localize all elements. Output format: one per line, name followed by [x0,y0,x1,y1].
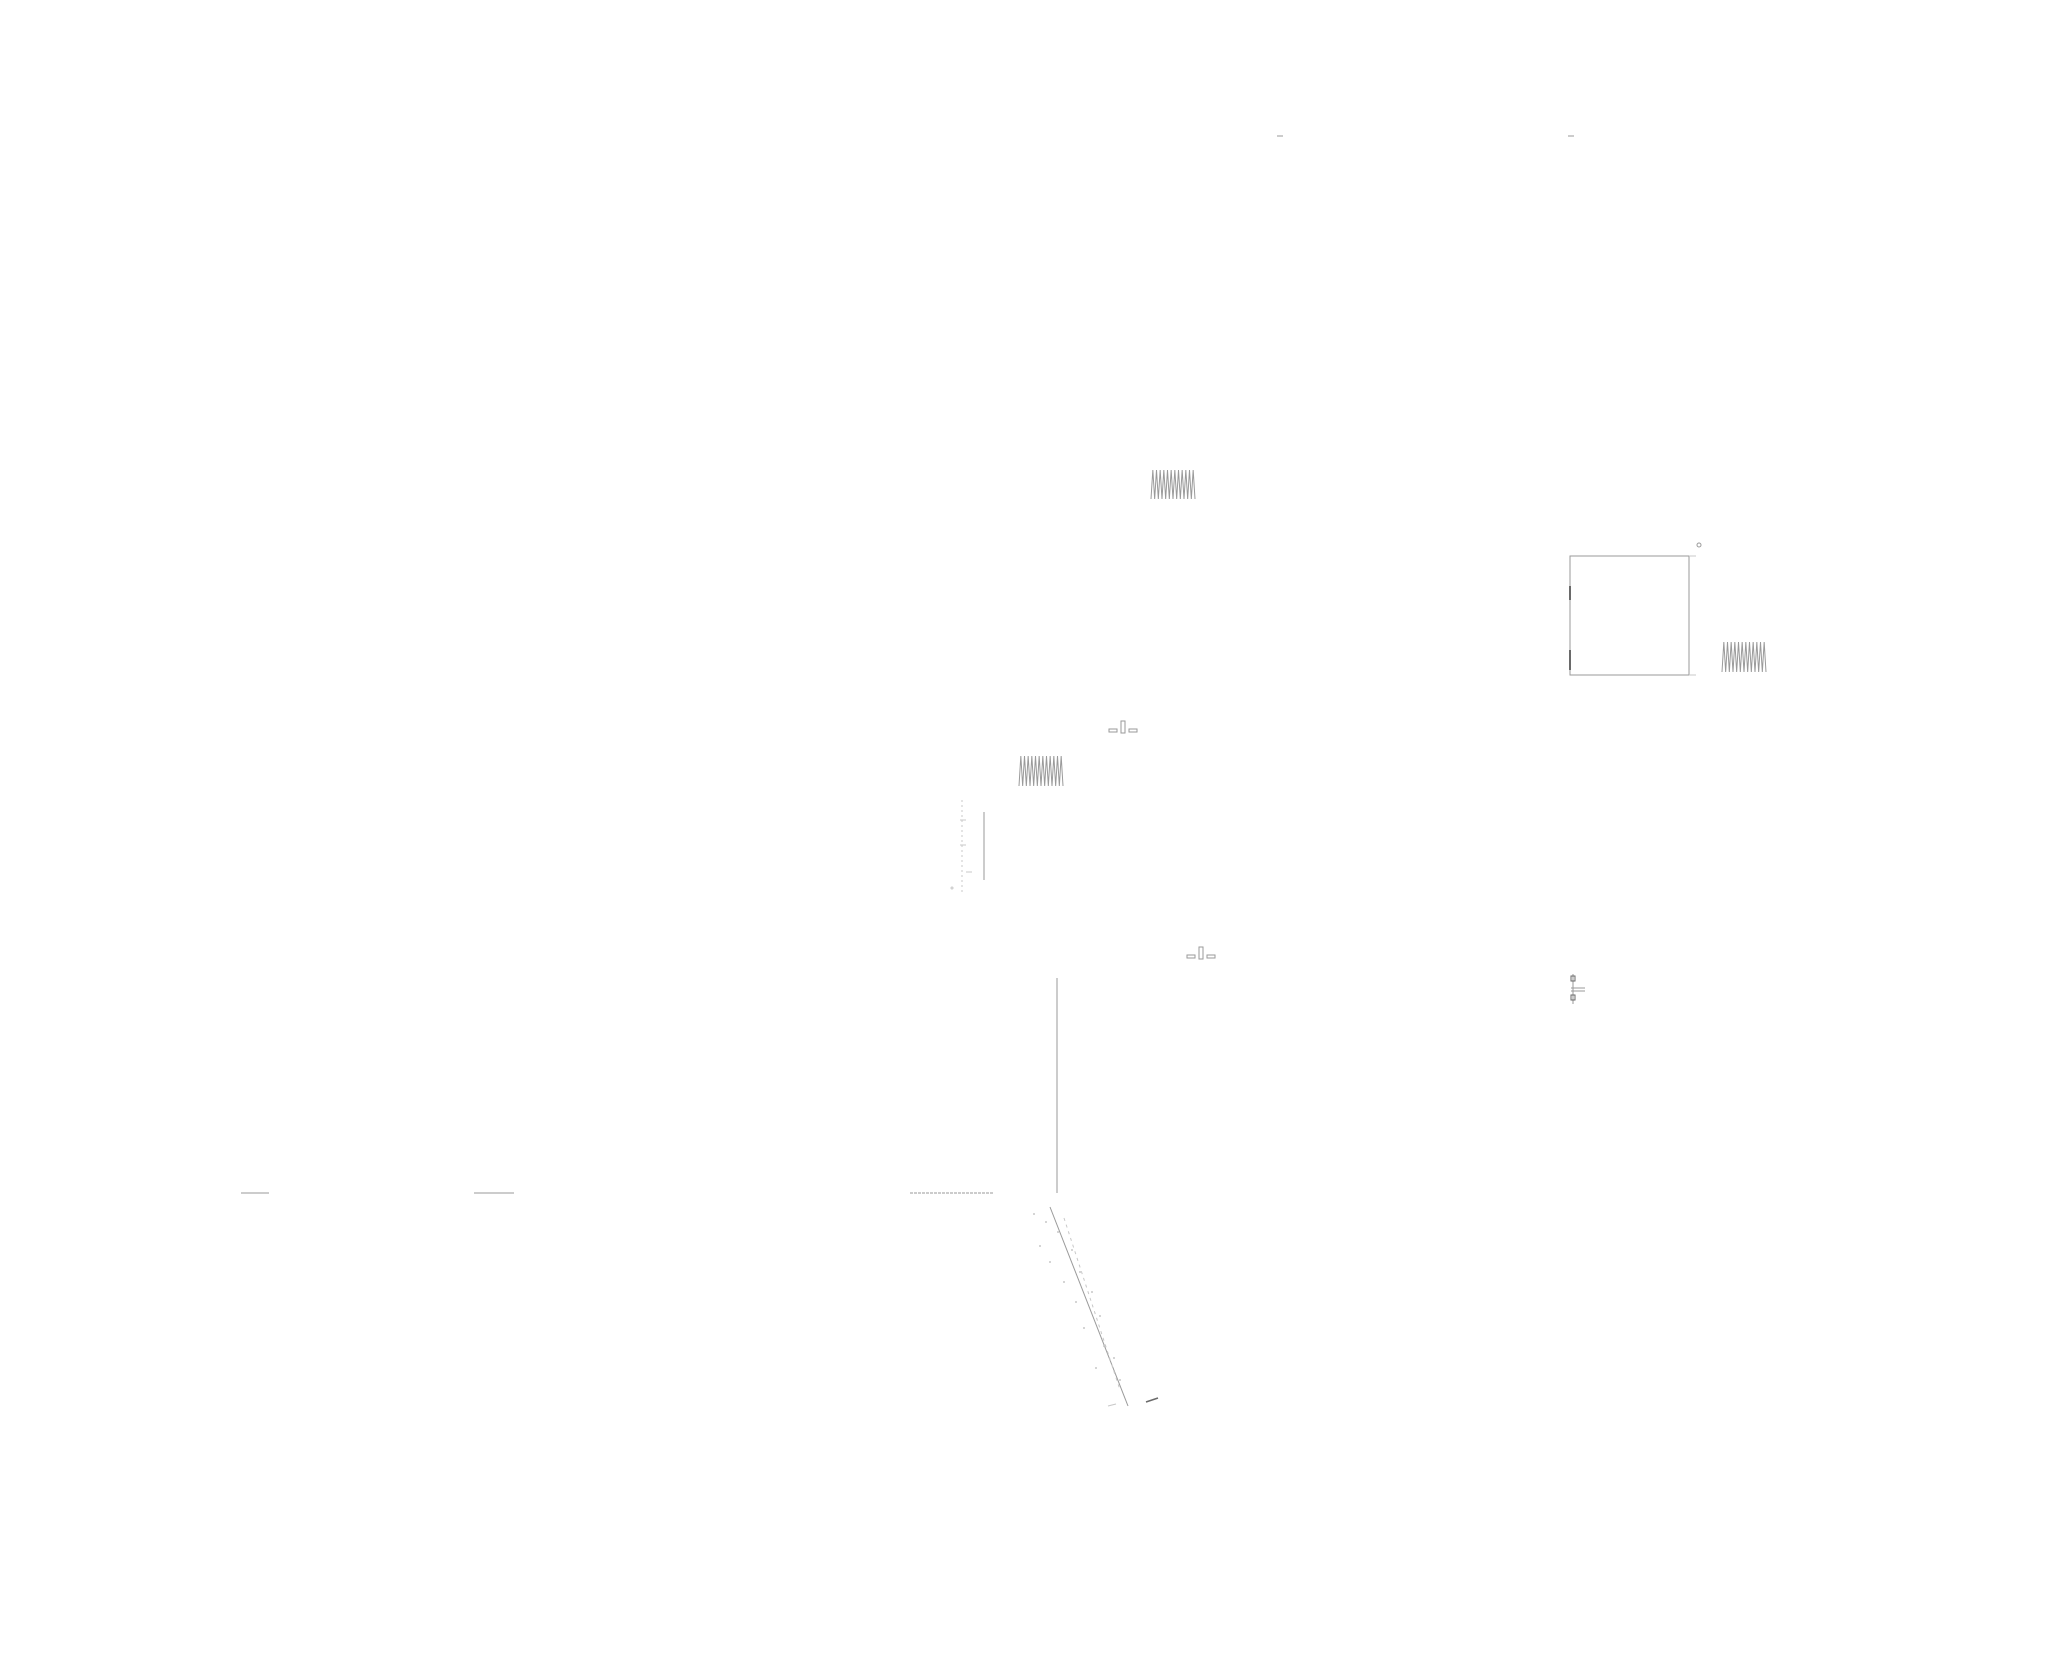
diagonal-dot [1083,1327,1085,1329]
connector-symbol-lower [1186,946,1216,960]
connector-upper-center [1120,720,1126,734]
diagonal-dot [1033,1213,1035,1215]
hatch1-zigzag [1150,469,1196,500]
rectangle-outline [1569,555,1690,676]
dotted-vertical-dot [950,886,954,890]
hatch-pattern-upper [1150,469,1196,500]
diagonal-dot [1099,1315,1101,1317]
connector-lower-right-pad [1206,954,1216,959]
diagonal-dots [1033,1213,1121,1381]
rectangle-corner-dot [1696,542,1702,548]
hatch-pattern-right [1721,641,1767,673]
diagonal-line-secondary [1063,1217,1121,1391]
hatch3-zigzag [1018,755,1064,787]
connector-symbol-upper [1108,720,1138,734]
diagonal-dot [1113,1357,1115,1359]
diagonal-elements [1033,1206,1159,1407]
hatch-pattern-middle [1018,755,1064,787]
vertical-symbol-right [1570,974,1585,1004]
diagonal-dot [1091,1291,1093,1293]
connector-lower-left-pad [1186,954,1196,959]
diagonal-dot [1057,1231,1059,1233]
diagonal-dot [1103,1345,1105,1347]
diagonal-end-stroke-2 [1107,1403,1117,1407]
diagonal-dot [1119,1379,1121,1381]
connector-upper-right-pad [1128,728,1138,733]
rectangle-frame [1569,542,1702,676]
diagonal-dot [1075,1301,1077,1303]
connector-lower-center [1198,946,1204,960]
diagonal-end-stroke [1145,1397,1159,1403]
connector-upper-left-pad [1108,728,1118,733]
hatch2-zigzag [1721,641,1767,673]
diagonal-dot [1095,1367,1097,1369]
diagonal-line-main [1049,1206,1129,1407]
vertical-symbol-bottom [1570,994,1576,1001]
diagonal-dot [1063,1281,1065,1283]
diagonal-dot [1045,1221,1047,1223]
dotted-vertical-group [950,800,985,893]
diagonal-dot [1071,1249,1073,1251]
diagonal-dot [1049,1261,1051,1263]
diagonal-dot [1039,1245,1041,1247]
vertical-symbol-top [1570,975,1576,982]
diagonal-dot [1079,1271,1081,1273]
